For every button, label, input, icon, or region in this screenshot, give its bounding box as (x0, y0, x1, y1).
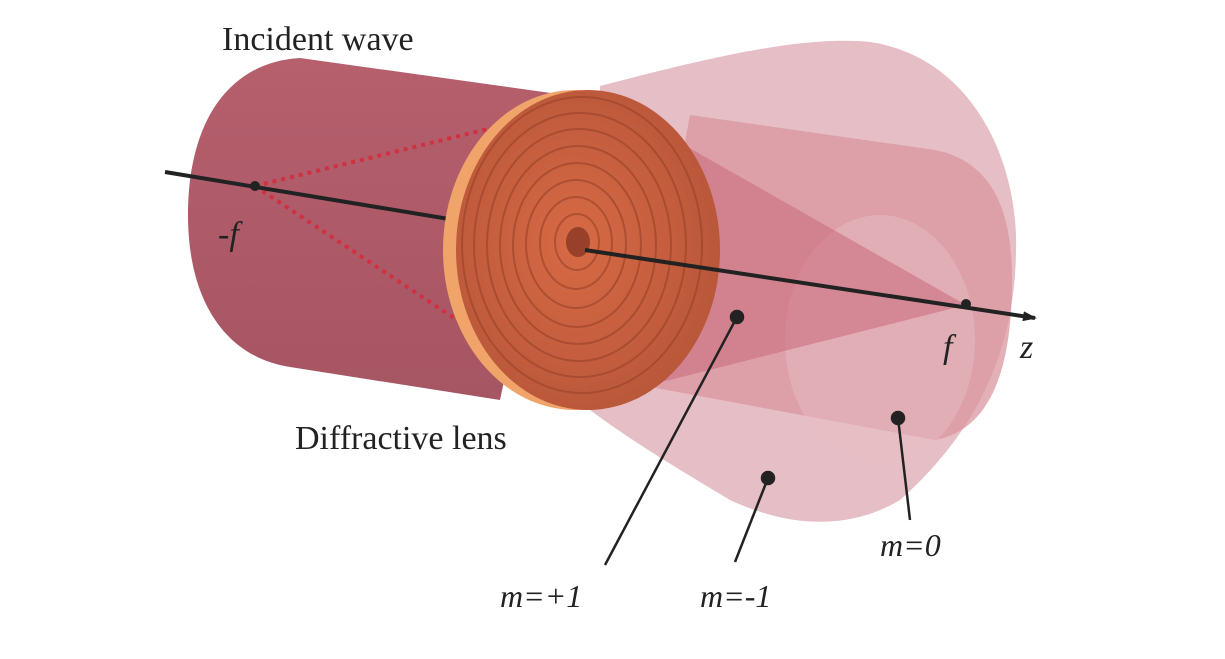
virtual-focus-ray-top (254, 124, 501, 188)
order-plus1-label: m=+1 (500, 578, 582, 614)
neg-focal-point (250, 181, 260, 191)
order-zero-label: m=0 (880, 527, 941, 563)
order-minus1-label: m=-1 (700, 578, 771, 614)
pointer-zero (896, 417, 912, 521)
pointer-minus1-dot (760, 470, 776, 486)
pointer-plus1 (603, 316, 739, 566)
optical-axis-rear (164, 170, 456, 222)
z-axis-label: z (1019, 329, 1033, 366)
pointer-plus1-dot (729, 309, 745, 325)
focal-point (961, 299, 971, 309)
incident-wave-label: Incident wave (222, 21, 414, 58)
pointer-zero-dot (890, 410, 906, 426)
pointer-minus1 (733, 477, 770, 563)
optical-axis (584, 248, 1037, 322)
beam-order-plus1 (640, 120, 966, 385)
diffractive-lens (443, 90, 720, 410)
diffractive-lens-label: Diffractive lens (295, 420, 507, 457)
